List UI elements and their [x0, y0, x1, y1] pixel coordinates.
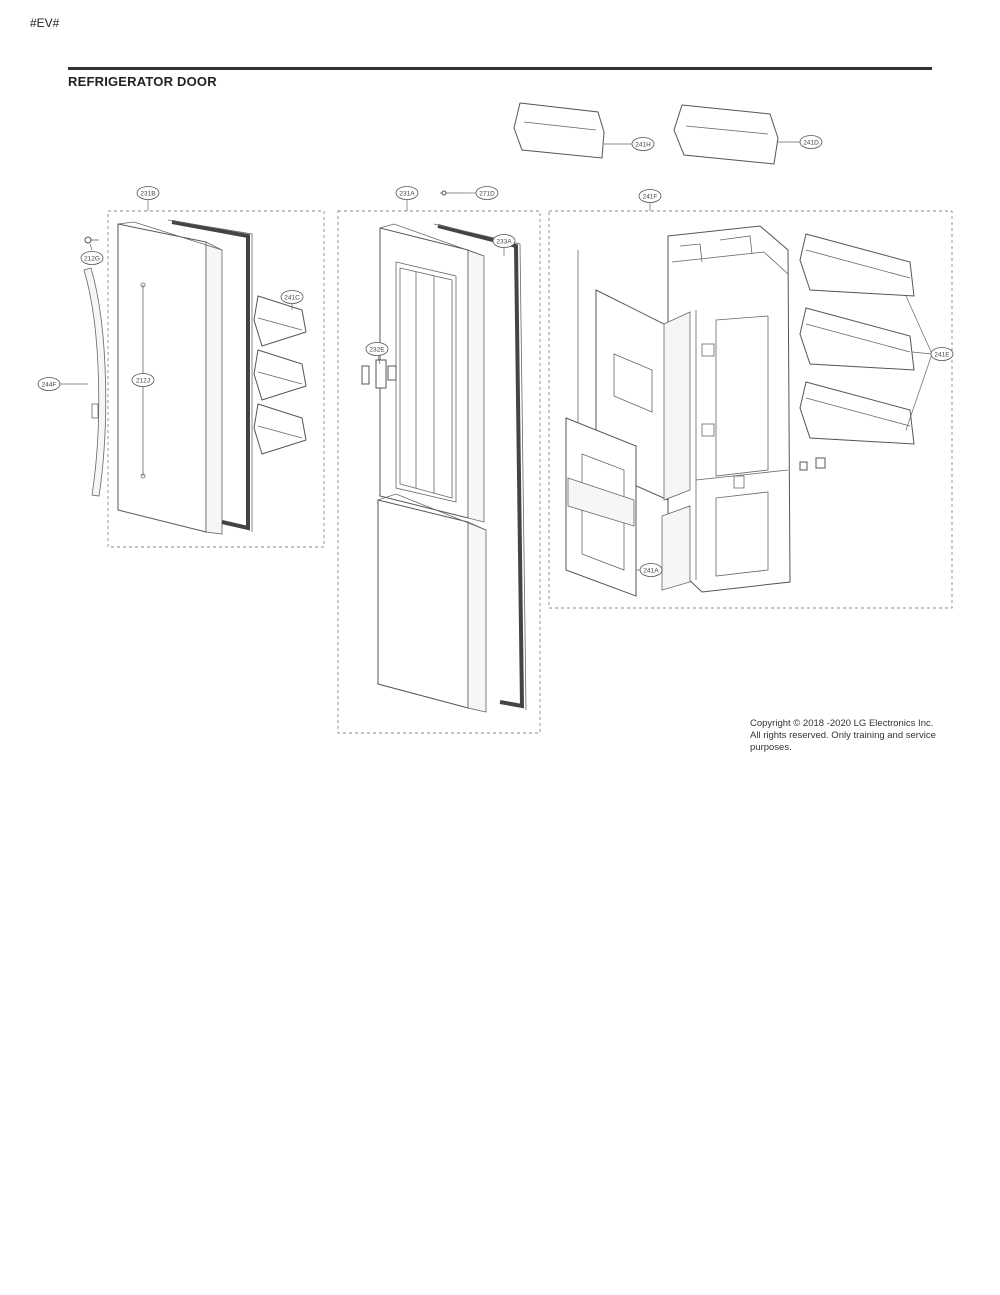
part-right-door-lower-panel — [377, 493, 487, 713]
callout-241c-text: 241C — [284, 295, 300, 302]
part-outer-panel-241a — [565, 417, 637, 597]
part-inner-trim — [661, 311, 691, 591]
group-box-door-in-door — [548, 210, 953, 609]
part-screw-212g — [84, 236, 99, 244]
callout-233a-text: 233A — [496, 239, 512, 246]
callout-231a: 231A — [395, 186, 419, 200]
part-right-bin-bottom — [799, 381, 915, 445]
callout-231b-text: 231B — [140, 191, 155, 198]
part-right-bin-top — [799, 233, 915, 297]
callout-241d: 241D — [799, 135, 823, 149]
group-box-right-door — [337, 210, 541, 734]
part-right-door-frame-231a — [379, 223, 485, 523]
callout-241f: 241F — [638, 189, 662, 203]
callout-241a-text: 241A — [643, 568, 659, 575]
callout-212j: 212J — [131, 373, 155, 387]
leader-241e-a — [905, 295, 933, 355]
leader-232e — [377, 355, 381, 365]
callout-212g-text: 212G — [84, 256, 100, 263]
part-small-clips — [799, 457, 826, 471]
part-switch-232e — [361, 359, 397, 389]
callout-241h-text: 241H — [635, 142, 651, 149]
callout-212j-text: 212J — [136, 378, 150, 385]
callout-232e-text: 232E — [369, 347, 385, 354]
part-left-bin-bottom — [253, 403, 307, 455]
callout-241d-text: 241D — [803, 140, 819, 147]
callout-271d-text: 271D — [479, 191, 495, 198]
callout-241h: 241H — [631, 137, 655, 151]
part-door-bin-241h — [513, 102, 605, 159]
copyright-line-1: Copyright © 2018 -2020 LG Electronics In… — [750, 718, 934, 729]
part-left-bin-top — [253, 295, 307, 347]
group-box-left-door — [107, 210, 325, 548]
copyright-line-2: All rights reserved. Only training and s… — [750, 730, 936, 741]
callout-212g: 212G — [80, 251, 104, 265]
callout-244f-text: 244F — [42, 382, 57, 389]
title-rule — [68, 67, 932, 70]
page-code-tag: #EV# — [30, 16, 60, 30]
callout-241a: 241A — [639, 563, 663, 577]
part-left-bin-middle — [253, 349, 307, 401]
callout-241f-text: 241F — [643, 194, 658, 201]
callout-241c: 241C — [280, 290, 304, 304]
callout-232e: 232E — [365, 342, 389, 356]
copyright-notice: Copyright © 2018 -2020 LG Electronics In… — [750, 718, 960, 754]
part-door-handle-244f — [83, 267, 107, 497]
callout-244f: 244F — [37, 377, 61, 391]
leader-241e-b — [911, 351, 933, 355]
part-left-door-231b — [117, 221, 223, 535]
copyright-line-3: purposes. — [750, 742, 792, 753]
section-title: REFRIGERATOR DOOR — [68, 74, 217, 89]
leader-212g — [89, 243, 93, 251]
part-right-gasket-233a — [433, 223, 527, 711]
part-hinge-271d — [440, 190, 470, 196]
callout-231a-text: 231A — [399, 191, 415, 198]
part-right-bin-middle — [799, 307, 915, 371]
part-left-gasket — [167, 219, 253, 532]
callout-233a: 233A — [492, 234, 516, 248]
callout-241e-text: 241E — [934, 352, 950, 359]
leader-241e-c — [905, 353, 933, 431]
callout-271d: 271D — [475, 186, 499, 200]
callout-241e: 241E — [930, 347, 954, 361]
part-door-bin-241d — [673, 104, 779, 165]
callout-231b: 231B — [136, 186, 160, 200]
